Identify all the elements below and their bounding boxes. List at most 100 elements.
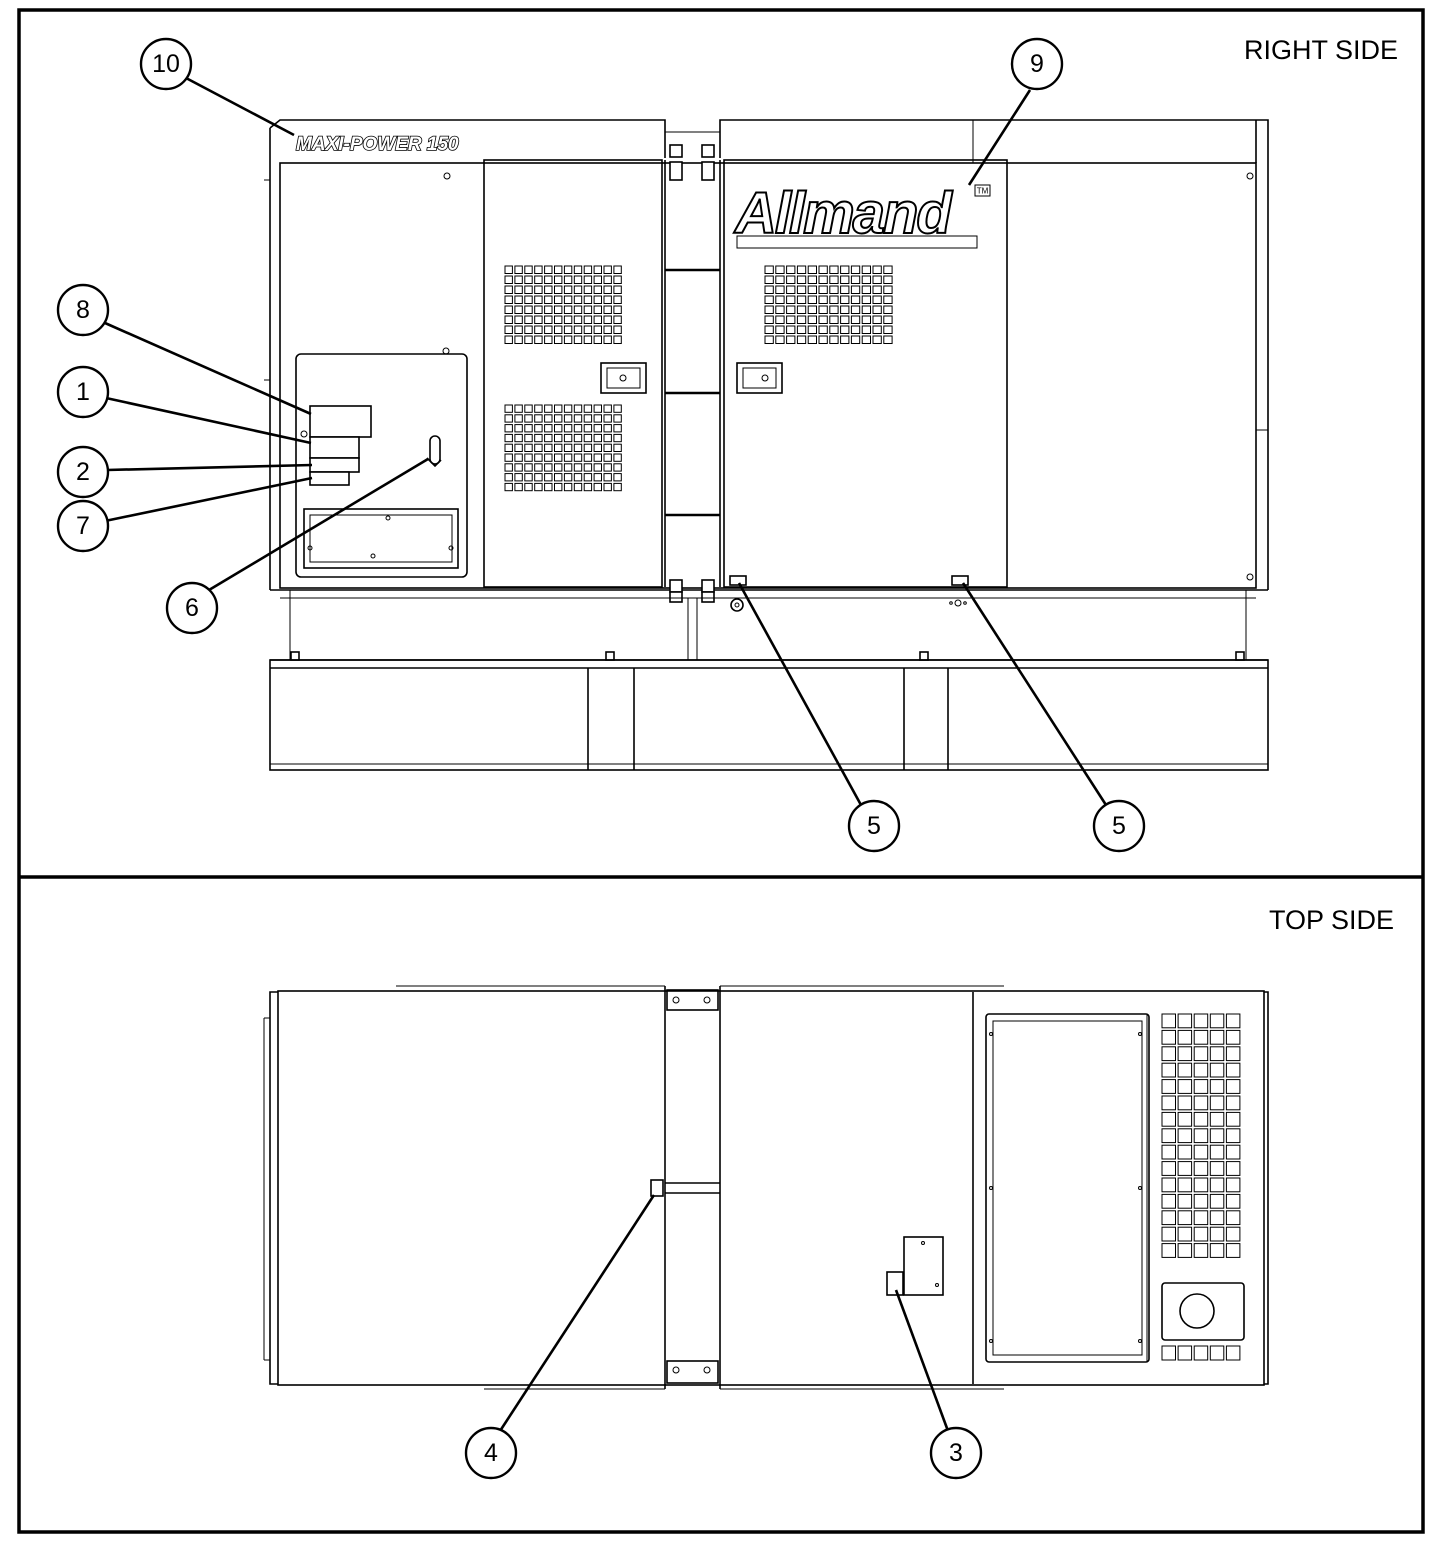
louver-cell xyxy=(554,433,563,443)
louver-cell xyxy=(840,325,850,334)
louver-cell xyxy=(1193,1177,1209,1193)
louver-cell xyxy=(583,482,593,492)
louver-cell xyxy=(796,325,807,334)
louver-cell xyxy=(544,473,553,482)
louver-cell xyxy=(583,315,593,324)
louver-cell xyxy=(504,315,513,324)
callout-4-number: 4 xyxy=(484,1439,498,1467)
louver-cell xyxy=(603,325,612,334)
louver-cell xyxy=(840,295,850,304)
louver-cell xyxy=(1225,1013,1241,1029)
louver-cell xyxy=(613,453,622,462)
louver-cell xyxy=(593,473,602,482)
louver-cell xyxy=(872,305,882,314)
louver-cell xyxy=(1177,1046,1193,1062)
louver-cell xyxy=(775,265,785,274)
louver-cell xyxy=(1161,1062,1176,1078)
louver-cell xyxy=(573,335,583,344)
louver-cell xyxy=(554,424,563,433)
louver-cell xyxy=(1193,1079,1209,1094)
louver-cell xyxy=(807,295,818,304)
louver-cell xyxy=(1161,1095,1176,1111)
louver-cell xyxy=(775,315,785,324)
louver-cell xyxy=(603,414,612,423)
louver-cell xyxy=(524,424,533,433)
louver-cell xyxy=(514,325,523,334)
louver-cell xyxy=(524,275,533,284)
leader-7 xyxy=(104,476,313,523)
louver-cell xyxy=(603,453,612,462)
louver-cell xyxy=(818,325,828,334)
exhaust-outlet xyxy=(1179,1293,1215,1329)
louver-cell xyxy=(534,482,543,492)
louver-cell xyxy=(544,315,553,324)
louver-cell xyxy=(1209,1177,1225,1193)
louver-cell xyxy=(524,453,533,462)
louver-cell xyxy=(764,275,774,284)
louver-cell xyxy=(840,275,850,284)
louver-cell xyxy=(593,275,602,284)
louver-cell xyxy=(563,315,573,324)
louver-cell xyxy=(1209,1226,1225,1242)
louver-cell xyxy=(796,335,807,344)
louver-cell xyxy=(534,315,543,324)
louver-cell xyxy=(544,335,553,344)
louver-cell xyxy=(613,404,622,413)
louver-cell xyxy=(1193,1062,1209,1078)
louver-cell xyxy=(573,482,583,492)
louver-cell xyxy=(524,335,533,344)
louver-cell xyxy=(1161,1226,1176,1242)
louver-cell xyxy=(807,335,818,344)
louver-cell xyxy=(554,285,563,294)
louver-cell xyxy=(850,315,861,324)
louver-cell xyxy=(829,335,839,344)
louver-cell xyxy=(807,315,818,324)
louver-cell xyxy=(1193,1210,1209,1226)
exhaust-plate xyxy=(1161,1282,1245,1341)
louver-cell xyxy=(1209,1046,1225,1062)
louver-cell xyxy=(534,305,543,314)
louver-cell xyxy=(613,295,622,304)
louver-cell xyxy=(775,295,785,304)
louver-cell xyxy=(563,265,573,274)
louver-cell xyxy=(840,265,850,274)
louver-cell xyxy=(573,473,583,482)
louver-cell xyxy=(1193,1128,1209,1144)
louver-cell xyxy=(593,295,602,304)
louver-cell xyxy=(544,414,553,423)
louver-cell xyxy=(1225,1046,1241,1062)
louver-cell xyxy=(583,305,593,314)
louver-cell xyxy=(861,305,872,314)
louver-cell xyxy=(775,305,785,314)
louver-cell xyxy=(573,315,583,324)
louver-cell xyxy=(583,453,593,462)
louver-cell xyxy=(829,295,839,304)
louver-cell xyxy=(1225,1079,1241,1094)
louver-cell xyxy=(883,325,893,334)
louver-grid-right xyxy=(764,265,893,344)
louver-cell xyxy=(1177,1062,1193,1078)
louver-cell xyxy=(593,443,602,453)
louver-cell xyxy=(872,285,882,294)
louver-cell xyxy=(603,335,612,344)
louver-cell xyxy=(504,305,513,314)
louver-cell xyxy=(504,404,513,413)
louver-cell xyxy=(514,433,523,443)
louver-cell xyxy=(1161,1046,1176,1062)
louver-cell xyxy=(563,453,573,462)
louver-cell xyxy=(583,433,593,443)
louver-cell xyxy=(563,335,573,344)
louver-cell xyxy=(583,335,593,344)
louver-cell xyxy=(1177,1193,1193,1209)
louver-cell xyxy=(1177,1345,1193,1361)
louver-cell xyxy=(504,265,513,274)
callout-6-number: 6 xyxy=(185,594,199,622)
louver-cell xyxy=(786,315,796,324)
louver-cell xyxy=(829,265,839,274)
louver-cell xyxy=(603,463,612,472)
louver-cell xyxy=(1177,1095,1193,1111)
louver-cell xyxy=(534,404,543,413)
louver-cell xyxy=(1193,1144,1209,1160)
louver-cell xyxy=(554,443,563,453)
louver-cell xyxy=(504,433,513,443)
